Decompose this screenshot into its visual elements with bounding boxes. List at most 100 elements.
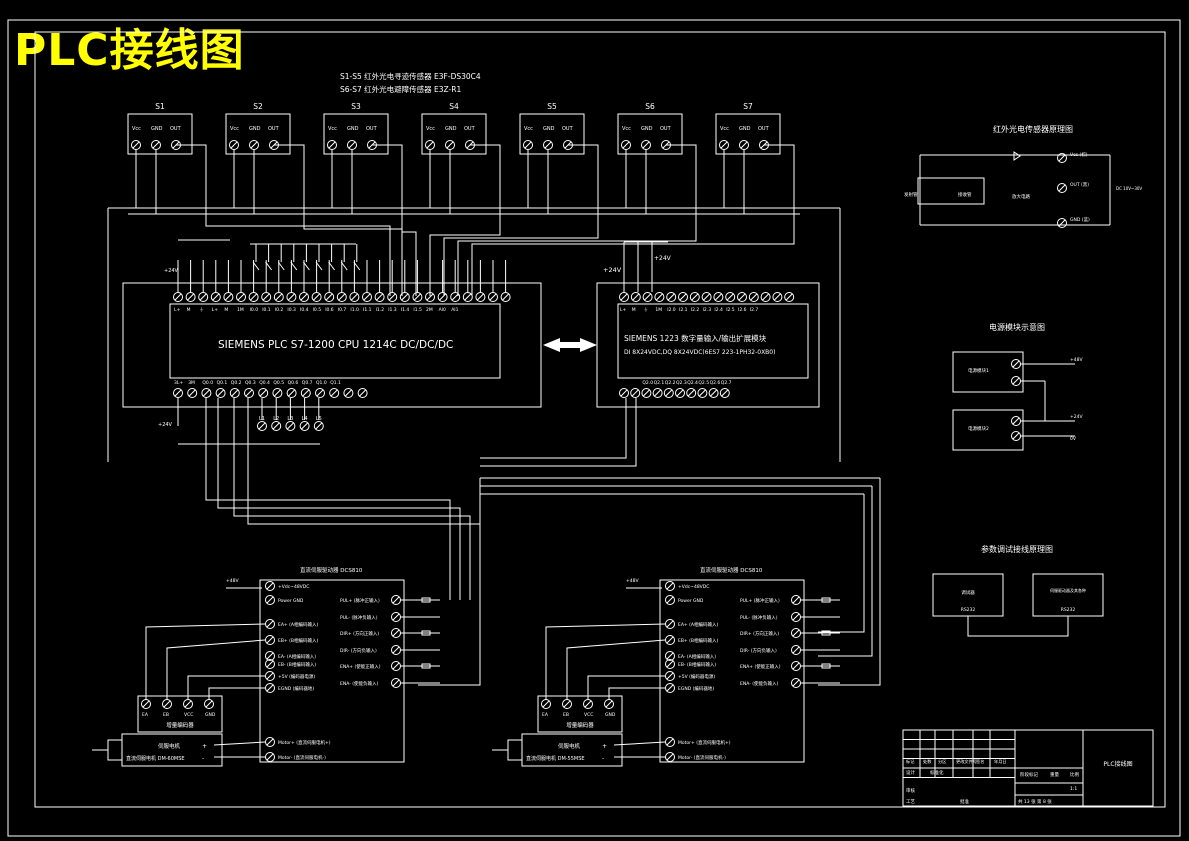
driver-right-terminal bbox=[791, 612, 801, 622]
terminal-circle bbox=[349, 292, 360, 302]
sd-vcc-label: Vcc (棕) bbox=[1070, 151, 1088, 158]
plc-output-terminal bbox=[215, 388, 226, 398]
sensor-signal-wire bbox=[205, 170, 391, 296]
plc-input-terminal bbox=[437, 292, 448, 302]
plc-input-label: M bbox=[187, 307, 191, 313]
drawing-frame bbox=[7, 19, 1181, 837]
ext-input-terminal bbox=[772, 292, 783, 302]
terminal-slash bbox=[266, 636, 274, 644]
ext-input-label: M bbox=[632, 307, 636, 313]
sensor-terminal bbox=[347, 140, 357, 150]
plc-out-supply-label: +24V bbox=[158, 422, 173, 428]
terminal-slash bbox=[288, 293, 295, 301]
ext-input-label: I2.3 bbox=[703, 307, 712, 313]
lamp-label: L5 bbox=[316, 416, 322, 422]
terminal-slash bbox=[792, 613, 800, 621]
tb-header-cell: 更改文件号 bbox=[956, 758, 977, 765]
terminal-circle bbox=[663, 388, 674, 398]
tb-process: 工艺 bbox=[906, 799, 915, 805]
terminal-circle bbox=[343, 388, 354, 398]
ext-input-terminal bbox=[748, 292, 759, 302]
terminal-circle bbox=[311, 292, 322, 302]
sd-out-label: OUT (黑) bbox=[1070, 182, 1089, 188]
ext-input-label: L+ bbox=[620, 307, 627, 313]
plc-input-label: I0.7 bbox=[338, 307, 347, 313]
terminal-slash bbox=[388, 293, 396, 301]
resistor-icon bbox=[821, 663, 831, 669]
terminal-circle bbox=[719, 388, 730, 398]
terminal-slash bbox=[792, 679, 800, 687]
ext-output-terminal bbox=[663, 388, 674, 398]
psu-terminal bbox=[1011, 376, 1021, 386]
terminal-circle bbox=[1057, 218, 1067, 228]
terminal-circle bbox=[236, 292, 246, 302]
terminal-circle bbox=[198, 292, 209, 302]
terminal-slash bbox=[792, 662, 800, 670]
sd-gnd-label: GND (蓝) bbox=[1070, 216, 1090, 223]
sensor-out-wire bbox=[176, 144, 207, 170]
terminal-slash bbox=[1058, 219, 1066, 227]
ext-input-terminal bbox=[760, 292, 771, 302]
sensor-pin-label: OUT bbox=[660, 126, 672, 132]
terminal-circle bbox=[665, 619, 675, 629]
psu-title: 电源模块示意图 bbox=[989, 322, 1045, 332]
ext-input-label: I2.7 bbox=[750, 307, 759, 313]
ext-to-driver-2 bbox=[818, 478, 881, 686]
plc-output-label: Q0.4 bbox=[259, 380, 270, 386]
terminal-slash bbox=[605, 700, 613, 708]
tb-standard: 标准化 bbox=[930, 769, 944, 776]
sensor-out-wire bbox=[470, 144, 501, 170]
ext-output-label: Q2.3 bbox=[676, 380, 687, 386]
driver-supply-label: +48V bbox=[626, 578, 639, 584]
terminal-circle bbox=[425, 292, 435, 302]
encoder-terminal bbox=[204, 699, 214, 709]
driver-pin-label: EB+ (B相编码输入) bbox=[278, 637, 318, 644]
plc-input-label: I0.4 bbox=[300, 307, 309, 313]
terminal-slash bbox=[631, 389, 639, 397]
terminal-circle bbox=[791, 595, 801, 605]
terminal-circle bbox=[391, 628, 401, 638]
terminal-circle bbox=[315, 388, 325, 398]
terminal-circle bbox=[630, 388, 641, 398]
sensor-terminal bbox=[621, 140, 631, 150]
terminal-circle bbox=[784, 292, 795, 302]
plc-output-label: Q1.0 bbox=[316, 380, 327, 386]
switch-contact bbox=[328, 261, 336, 271]
inner-border bbox=[34, 31, 1166, 808]
terminal-circle bbox=[713, 292, 724, 302]
terminal-slash bbox=[632, 293, 640, 301]
terminal-circle bbox=[686, 388, 697, 398]
driver-pin-terminal bbox=[265, 635, 275, 645]
terminal-slash bbox=[792, 596, 800, 604]
debug-box-1-label: 调试器 bbox=[961, 589, 975, 596]
plc-output-terminal bbox=[244, 388, 254, 398]
ext-output-label: Q2.0 bbox=[642, 380, 653, 386]
terminal-slash bbox=[231, 389, 239, 397]
plc-input-label: 1M bbox=[237, 307, 244, 313]
driver-pin-label: +5V (编码器电源) bbox=[278, 673, 315, 680]
terminal-circle bbox=[791, 661, 801, 671]
encoder-wire bbox=[545, 623, 666, 699]
terminal-circle bbox=[265, 683, 275, 693]
terminal-slash bbox=[1012, 360, 1020, 368]
driver-right-label: PUL- (脉冲负输入) bbox=[740, 614, 778, 621]
ext-output-terminal bbox=[641, 388, 652, 398]
terminal-circle bbox=[791, 612, 801, 622]
terminal-slash bbox=[288, 389, 295, 397]
terminal-circle bbox=[285, 421, 296, 431]
psu-v2: +24V bbox=[1070, 414, 1083, 420]
terminal-slash bbox=[392, 662, 400, 670]
sensor-signal-wire bbox=[471, 170, 795, 296]
terminal-circle bbox=[666, 292, 677, 302]
terminal-slash bbox=[426, 141, 434, 149]
ext-input-terminal bbox=[689, 292, 700, 302]
sensor-name: S1 bbox=[155, 102, 165, 111]
sensor-pin-label: Vcc bbox=[720, 126, 729, 132]
terminal-slash bbox=[345, 389, 352, 397]
